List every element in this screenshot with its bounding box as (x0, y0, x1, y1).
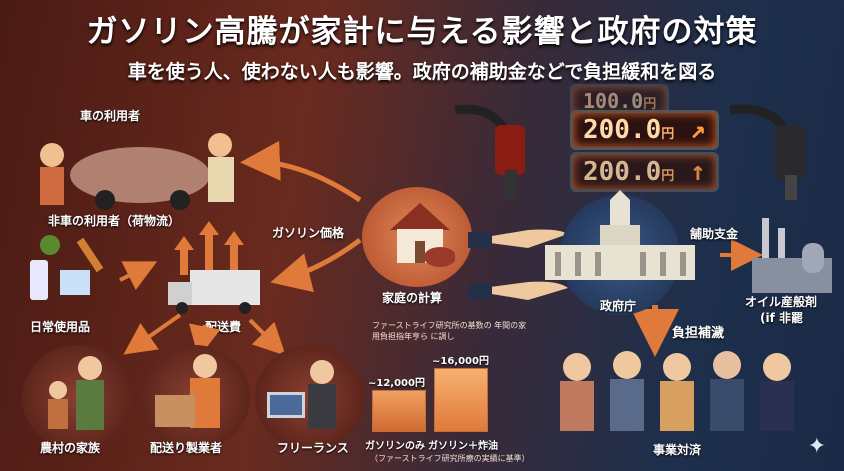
government-label: 政府庁 (600, 299, 637, 313)
household-label: 家庭の計算 (382, 291, 443, 305)
estimate-footnote: （ファーストライフ研究所療の実績に基準） (370, 454, 530, 463)
price-sign-value: 200.0 (583, 157, 662, 187)
factory-icon (752, 218, 832, 293)
sparkle-icon: ✦ (807, 434, 826, 459)
estimate-bar-gasoline-only (372, 390, 426, 432)
bottom-group-label: 配送り製業者 (150, 441, 223, 455)
page-subtitle: 車を使う人、使わない人も影響。政府の補助金などで負担緩和を図る (127, 61, 717, 83)
price-sign-bottom: 200.0円 ↑ (570, 152, 719, 192)
oil-industry-label: オイル産般剤 (745, 295, 818, 309)
citizens-group-illustration (560, 351, 794, 431)
groceries-icon (30, 235, 104, 300)
bar-value-label: ~12,000円 (368, 378, 425, 389)
rural-family-illustration (48, 356, 104, 430)
estimate-note: ファーストライフ研究所の基数の 年間の家用負担指年亨ら に調し (372, 321, 527, 341)
measures-label: 事業対済 (653, 443, 702, 457)
estimate-bar-gasoline-plus (434, 368, 488, 432)
subsidy-label: 舗助支金 (690, 227, 739, 241)
burden-relief-label: 負担補濊 (672, 326, 725, 341)
bottom-group-label: フリーランス (277, 441, 349, 455)
price-sign-value: 100.0 (583, 89, 644, 113)
fuel-nozzle-icon (454, 104, 525, 200)
truck-price-rise-illustration (168, 221, 260, 314)
fuel-nozzle-icon (730, 104, 805, 200)
hands-giving-illustration (468, 229, 568, 300)
price-sign-value: 200.0 (583, 115, 662, 145)
delivery-worker-illustration (155, 354, 220, 428)
house-icon (390, 203, 455, 267)
bottom-group-label: 農村の家族 (40, 441, 101, 455)
page-title: ガソリン高騰が家計に与える影響と政府の対策 (86, 14, 758, 50)
parliament-building-icon (545, 190, 695, 280)
price-sign-middle: 200.0円 ↗ (570, 110, 719, 150)
bar-value-label: ~16,000円 (432, 356, 489, 367)
daily-goods-label: 日常使用品 (30, 320, 91, 334)
bar-category-label: ガソリンのみ (365, 441, 425, 452)
freelancer-illustration (267, 360, 336, 429)
car-family-illustration (40, 133, 234, 210)
non-car-users-label: 非車の利用者（荷物流） (48, 214, 181, 228)
gas-price-label: ガソリン価格 (272, 226, 345, 240)
bar-category-label: ガソリン＋炸油 (428, 441, 498, 452)
oil-industry-sublabel: (if 非罷 (760, 311, 803, 325)
car-users-label: 車の利用者 (80, 109, 141, 123)
